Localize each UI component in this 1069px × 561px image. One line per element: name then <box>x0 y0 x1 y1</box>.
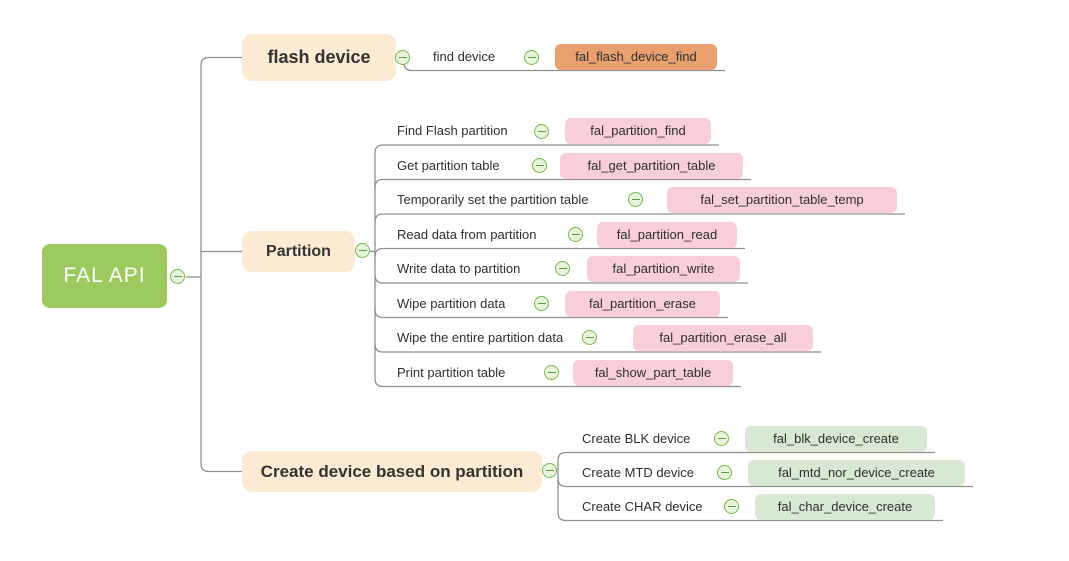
node-fal-partition-erase-all[interactable]: fal_partition_erase_all <box>633 325 813 351</box>
node-fal-char-device-create[interactable]: fal_char_device_create <box>755 494 935 520</box>
node-partition[interactable]: Partition <box>242 231 355 272</box>
node-read-data-from-partition[interactable]: Read data from partition <box>397 227 537 242</box>
collapse-icon[interactable] <box>542 463 557 478</box>
node-wipe-entire-partition-data[interactable]: Wipe the entire partition data <box>397 330 564 345</box>
collapse-icon[interactable] <box>628 192 643 207</box>
collapse-icon[interactable] <box>717 465 732 480</box>
node-create-device-based-on-partition[interactable]: Create device based on partition <box>242 451 542 492</box>
node-fal-api[interactable]: FAL API <box>42 244 167 308</box>
node-write-data-to-partition[interactable]: Write data to partition <box>397 261 521 276</box>
collapse-icon[interactable] <box>395 50 410 65</box>
node-flash-device[interactable]: flash device <box>242 34 396 81</box>
node-fal-show-part-table[interactable]: fal_show_part_table <box>573 360 733 386</box>
node-fal-partition-read[interactable]: fal_partition_read <box>597 222 737 248</box>
node-find-flash-partition[interactable]: Find Flash partition <box>397 123 508 138</box>
node-fal-partition-write[interactable]: fal_partition_write <box>587 256 740 282</box>
collapse-icon[interactable] <box>544 365 559 380</box>
node-create-char-device[interactable]: Create CHAR device <box>582 499 703 514</box>
collapse-icon[interactable] <box>568 227 583 242</box>
node-fal-partition-find[interactable]: fal_partition_find <box>565 118 711 144</box>
node-fal-mtd-nor-device-create[interactable]: fal_mtd_nor_device_create <box>748 460 965 486</box>
collapse-icon[interactable] <box>355 243 370 258</box>
node-print-partition-table[interactable]: Print partition table <box>397 365 506 380</box>
node-find-device[interactable]: find device <box>433 49 496 64</box>
collapse-icon[interactable] <box>724 499 739 514</box>
node-create-blk-device[interactable]: Create BLK device <box>582 431 691 446</box>
node-get-partition-table[interactable]: Get partition table <box>397 158 500 173</box>
node-wipe-partition-data[interactable]: Wipe partition data <box>397 296 506 311</box>
collapse-icon[interactable] <box>524 50 539 65</box>
node-fal-get-partition-table[interactable]: fal_get_partition_table <box>560 153 743 179</box>
collapse-icon[interactable] <box>555 261 570 276</box>
node-temporarily-set-partition-table[interactable]: Temporarily set the partition table <box>397 192 589 207</box>
collapse-icon[interactable] <box>582 330 597 345</box>
node-fal-blk-device-create[interactable]: fal_blk_device_create <box>745 426 927 452</box>
collapse-icon[interactable] <box>714 431 729 446</box>
collapse-icon[interactable] <box>532 158 547 173</box>
collapse-icon[interactable] <box>170 269 185 284</box>
node-create-mtd-device[interactable]: Create MTD device <box>582 465 694 480</box>
collapse-icon[interactable] <box>534 296 549 311</box>
node-fal-set-partition-table-temp[interactable]: fal_set_partition_table_temp <box>667 187 897 213</box>
node-fal-flash-device-find[interactable]: fal_flash_device_find <box>555 44 717 70</box>
collapse-icon[interactable] <box>534 124 549 139</box>
node-fal-partition-erase[interactable]: fal_partition_erase <box>565 291 720 317</box>
